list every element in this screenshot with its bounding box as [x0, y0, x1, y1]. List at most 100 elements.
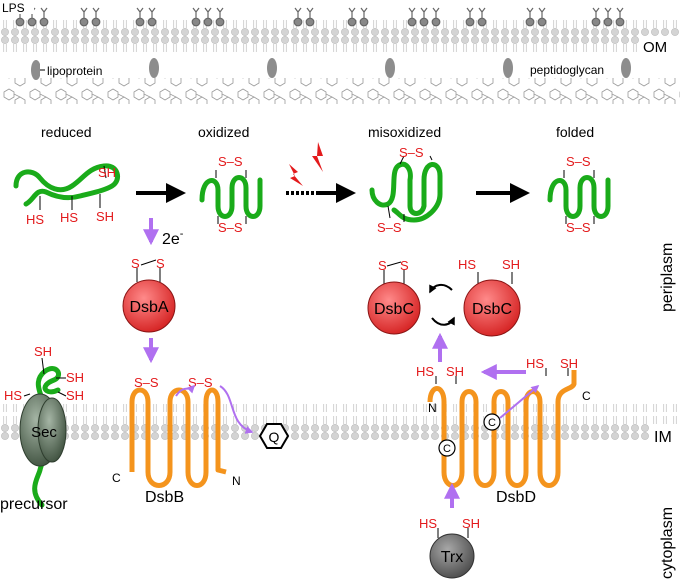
misox-bond — [387, 205, 391, 219]
arrow-dsbb-to-quinone — [219, 385, 254, 434]
reduced-sh-top: SH — [98, 165, 116, 180]
folded-ss-top: S–S — [566, 154, 591, 169]
dsba-bond — [140, 259, 157, 266]
dsbd-n-hs: HS — [416, 364, 434, 379]
om-bilayer — [0, 20, 680, 56]
arrow-reduced-to-oxidized-head — [166, 183, 186, 203]
misox-bond — [429, 155, 433, 161]
dsbc-left-circle — [367, 281, 421, 335]
state-reduced-label: reduced — [41, 124, 92, 140]
precursor-label: precursor — [0, 496, 68, 513]
misoxidized-ss-top: S–S — [399, 145, 424, 160]
lps-molecule — [537, 7, 547, 27]
sec-group: Sec SH SH SH HS precursor — [0, 344, 84, 513]
om-label: OM — [643, 39, 667, 56]
lps-label: LPS — [2, 1, 25, 15]
reduced-sh-stub — [103, 165, 107, 179]
lps-molecules — [15, 7, 625, 27]
lps-molecule — [135, 7, 145, 27]
misoxidized-chain — [369, 161, 443, 223]
arrow-to-misoxidized-head — [336, 183, 356, 203]
reduced-substrate: SH HS HS SH — [13, 163, 121, 227]
lipoprotein-shape — [385, 58, 395, 78]
dsbb-group: S–S S–S Q C N DsbB — [112, 375, 290, 506]
sec-sh-stub — [41, 357, 45, 375]
lps-molecule — [305, 7, 315, 27]
lipoprotein-shape — [621, 58, 631, 78]
folded-ss-bottom: S–S — [566, 220, 591, 235]
periplasm-label: periplasm — [659, 243, 676, 312]
cytoplasm-label: cytoplasm — [659, 507, 676, 579]
lipoprotein-shape — [503, 58, 513, 78]
lipoprotein-shape — [149, 58, 159, 78]
dsbb-electron-path — [175, 384, 196, 397]
dsbd-c-terminus: C — [582, 389, 591, 403]
lightning-icon — [312, 142, 323, 172]
dsbb-n-terminus: N — [232, 474, 241, 488]
lipoprotein-label: lipoprotein — [47, 64, 102, 78]
dsbd-label: DsbD — [496, 489, 536, 506]
dsbc-left-s1: S — [378, 258, 387, 273]
misoxidized-substrate: S–S S–S — [369, 145, 443, 235]
dsbc-left-label: DsbC — [374, 301, 414, 318]
trx-sh: SH — [462, 516, 480, 531]
dsba-s-right: S — [156, 256, 165, 271]
dsbb-ss-left: S–S — [134, 375, 159, 390]
lipoprotein-shape — [267, 58, 277, 78]
trx-label: Trx — [441, 549, 464, 566]
folded-substrate-labels: S–S S–S — [566, 154, 591, 235]
dsbd-c-hs: HS — [526, 356, 544, 371]
substrate-meanders — [199, 170, 611, 224]
state-oxidized-label: oxidized — [198, 124, 249, 140]
oxidized-substrate-labels: S–S S–S — [218, 154, 243, 235]
dsba-circle — [122, 279, 176, 333]
lps-molecule — [407, 7, 417, 27]
dsbd-c-sh: SH — [560, 356, 578, 371]
peptidoglycan-label-bg — [528, 62, 616, 76]
cycle-arrow-bottom — [431, 316, 455, 326]
reduced-hs-mid: HS — [60, 210, 78, 225]
dsbc-right-hs: HS — [458, 257, 476, 272]
im-label: IM — [654, 429, 672, 446]
lps-molecule — [525, 7, 535, 27]
sec-sh-stub — [57, 391, 67, 397]
reduced-hs-left: HS — [26, 212, 44, 227]
dsbc-group: S S DsbC HS SH DsbC — [367, 257, 521, 362]
dsba-s-left: S — [131, 256, 140, 271]
lps-molecule — [91, 7, 101, 27]
dsbd-cys-marker — [438, 439, 456, 457]
lps-molecule — [147, 7, 157, 27]
dsbb-c-terminus: C — [112, 471, 121, 485]
dsbc-right-label: DsbC — [472, 301, 512, 318]
dsbd-n-terminus: N — [428, 401, 437, 415]
lps-molecule — [603, 7, 613, 27]
om-label-bg — [640, 36, 680, 56]
misoxidized-ss-bottom: S–S — [377, 220, 402, 235]
state-misoxidized-label: misoxidized — [368, 124, 441, 140]
reduced-sh-right: SH — [96, 209, 114, 224]
lightning-icon — [289, 164, 303, 186]
dsbd-n-sh: SH — [446, 364, 464, 379]
lps-label-bg — [0, 0, 34, 14]
trx-circle — [429, 533, 475, 579]
lps-molecule — [477, 7, 487, 27]
lps-molecule — [79, 7, 89, 27]
state-folded-label: folded — [556, 124, 594, 140]
reaction-arrows — [136, 142, 530, 203]
lipoproteins — [31, 58, 631, 80]
sec-hs-stub — [23, 393, 31, 397]
dsbc-left-s2: S — [400, 258, 409, 273]
dsbc-right-sh: SH — [502, 257, 520, 272]
sec-sh-top: SH — [34, 344, 52, 359]
outer-membrane: lipoprotein peptidoglycan LPS OM — [0, 0, 680, 104]
lps-molecule — [591, 7, 601, 27]
lps-molecule — [191, 7, 201, 27]
lps-molecule — [615, 7, 625, 27]
dsbc-left-bond — [386, 261, 402, 267]
lps-molecule — [215, 7, 225, 27]
sec-translocon-lobe — [37, 397, 67, 463]
folded-chain — [547, 175, 611, 219]
cycle-arrow-top — [429, 284, 453, 294]
misox-bond — [399, 155, 405, 165]
